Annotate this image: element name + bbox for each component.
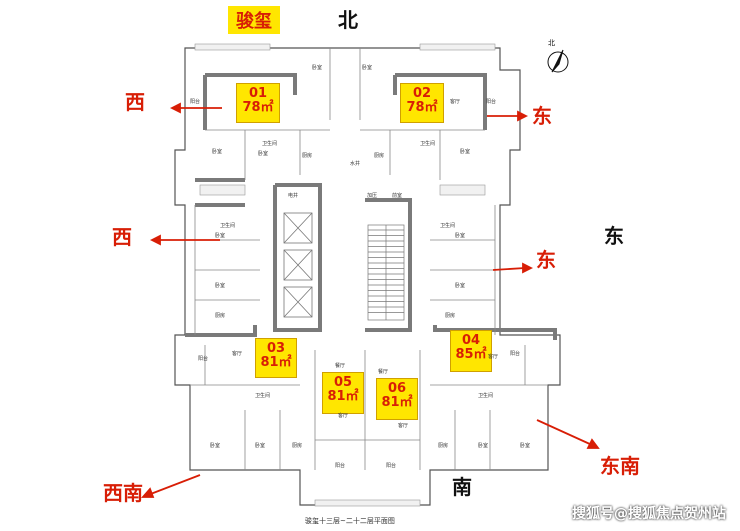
room-label: 卧室 bbox=[478, 443, 489, 449]
southwest-label: 西南 bbox=[103, 481, 143, 505]
project-title: 骏玺 bbox=[228, 6, 280, 34]
room-label: 卧室 bbox=[215, 283, 226, 289]
west-label-middle: 西 bbox=[112, 225, 132, 249]
unit-area: 78㎡ bbox=[406, 99, 438, 115]
room-label: 卧室 bbox=[215, 233, 226, 239]
unit-number: 06 bbox=[387, 381, 407, 396]
room-label: 厨房 bbox=[215, 313, 226, 319]
room-label: 厨房 bbox=[438, 443, 449, 449]
east-label-middle: 东 bbox=[536, 248, 556, 272]
room-label: 卧室 bbox=[258, 151, 269, 157]
unit-area: 85㎡ bbox=[455, 346, 487, 362]
unit-number: 03 bbox=[266, 341, 286, 356]
room-label: 厨房 bbox=[302, 153, 313, 159]
watermark: 搜狐号@搜狐焦点贺州站 bbox=[572, 506, 726, 522]
east-label-outer: 东 bbox=[604, 224, 624, 248]
unit-tag-01: 01 78㎡ bbox=[236, 83, 280, 123]
room-label: 卫生间 bbox=[420, 141, 436, 147]
room-label: 阳台 bbox=[486, 99, 497, 105]
south-label: 南 bbox=[452, 475, 472, 499]
north-arrow-label: 北 bbox=[548, 39, 555, 47]
unit-area: 81㎡ bbox=[260, 354, 292, 370]
room-label: 卧室 bbox=[455, 283, 466, 289]
room-label: 阳台 bbox=[335, 463, 346, 469]
room-label: 卧室 bbox=[520, 443, 531, 449]
room-label: 阳台 bbox=[386, 463, 397, 469]
north-arrow-icon bbox=[547, 49, 569, 73]
room-label: 卧室 bbox=[312, 65, 323, 71]
room-label: 厨房 bbox=[445, 313, 456, 319]
direction-arrows bbox=[141, 102, 600, 498]
room-label: 卧室 bbox=[362, 65, 373, 71]
room-label: 客厅 bbox=[338, 413, 349, 419]
room-label: 卫生间 bbox=[478, 393, 494, 399]
stairs bbox=[367, 224, 405, 321]
unit-tag-02: 02 78㎡ bbox=[400, 83, 444, 123]
room-label: 客厅 bbox=[232, 351, 243, 357]
room-label: 卧室 bbox=[210, 443, 221, 449]
unit-tag-06: 06 81㎡ bbox=[376, 378, 418, 420]
room-label: 餐厅 bbox=[378, 369, 389, 375]
unit-number: 04 bbox=[461, 333, 481, 348]
room-label: 卫生间 bbox=[262, 141, 278, 147]
room-label: 餐厅 bbox=[335, 363, 346, 369]
unit-number: 02 bbox=[412, 86, 432, 101]
room-label: 卫生间 bbox=[440, 223, 456, 229]
room-label: 卧室 bbox=[255, 443, 266, 449]
west-label-top: 西 bbox=[125, 90, 145, 114]
room-label: 卫生间 bbox=[255, 393, 271, 399]
room-label: 水井 bbox=[350, 161, 361, 167]
elevators bbox=[283, 212, 313, 318]
room-label: 客厅 bbox=[398, 423, 409, 429]
room-label: 卧室 bbox=[212, 149, 223, 155]
room-label: 电井 bbox=[288, 193, 299, 199]
unit-number: 01 bbox=[248, 86, 268, 101]
east-label-top: 东 bbox=[532, 104, 552, 128]
room-label: 厨房 bbox=[374, 153, 385, 159]
room-label: 厨房 bbox=[292, 443, 303, 449]
unit-number: 05 bbox=[333, 375, 353, 390]
room-label: 客厅 bbox=[450, 99, 461, 105]
unit-area: 78㎡ bbox=[242, 99, 274, 115]
room-label: 阳台 bbox=[190, 99, 201, 105]
room-label: 阳台 bbox=[198, 356, 209, 362]
room-label: 卧室 bbox=[455, 233, 466, 239]
partitions bbox=[190, 48, 548, 470]
room-label: 卫生间 bbox=[220, 223, 236, 229]
north-label: 北 bbox=[338, 8, 358, 32]
unit-area: 81㎡ bbox=[381, 394, 413, 410]
southeast-label: 东南 bbox=[600, 454, 640, 478]
building-outline bbox=[174, 47, 561, 506]
room-label: 客厅 bbox=[488, 354, 499, 360]
unit-tag-04: 04 85㎡ bbox=[450, 330, 492, 372]
room-label: 加压 bbox=[367, 193, 378, 199]
balconies bbox=[194, 43, 496, 507]
plan-caption: 骏玺十三层~二十二层平面图 bbox=[305, 517, 395, 525]
unit-tag-05: 05 81㎡ bbox=[322, 372, 364, 414]
room-label: 前室 bbox=[392, 193, 403, 199]
unit-tag-03: 03 81㎡ bbox=[255, 338, 297, 378]
room-label: 卧室 bbox=[460, 149, 471, 155]
room-label: 阳台 bbox=[510, 351, 521, 357]
unit-area: 81㎡ bbox=[327, 388, 359, 404]
